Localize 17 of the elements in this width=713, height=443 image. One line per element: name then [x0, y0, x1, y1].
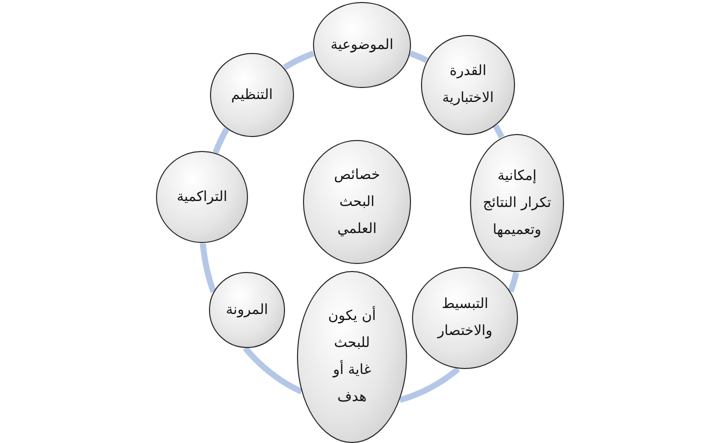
node-label: خصائص البحث العلمي — [332, 166, 382, 238]
ring-connector — [508, 270, 520, 294]
node-label: الموضوعية — [330, 36, 394, 54]
ring-connector — [212, 126, 230, 156]
node-label: التنظيم — [230, 86, 274, 104]
node-label: القدرة الاختبارية — [441, 62, 495, 108]
node-label: المرونة — [224, 300, 270, 320]
ring-connector — [200, 241, 216, 294]
ring-connector — [282, 50, 316, 70]
node-label: إمكانية تكرار النتائج وتعميمها — [482, 166, 552, 240]
ring-connector — [398, 366, 460, 403]
node-label: التبسيط والاختصار — [436, 295, 494, 341]
node-label: التراكمية — [176, 188, 228, 206]
ring-connector — [492, 123, 504, 140]
ring-connector — [242, 346, 304, 394]
node-label: أن يكون للبحث غاية أو هدف — [327, 305, 377, 407]
ring-connector — [408, 50, 430, 64]
